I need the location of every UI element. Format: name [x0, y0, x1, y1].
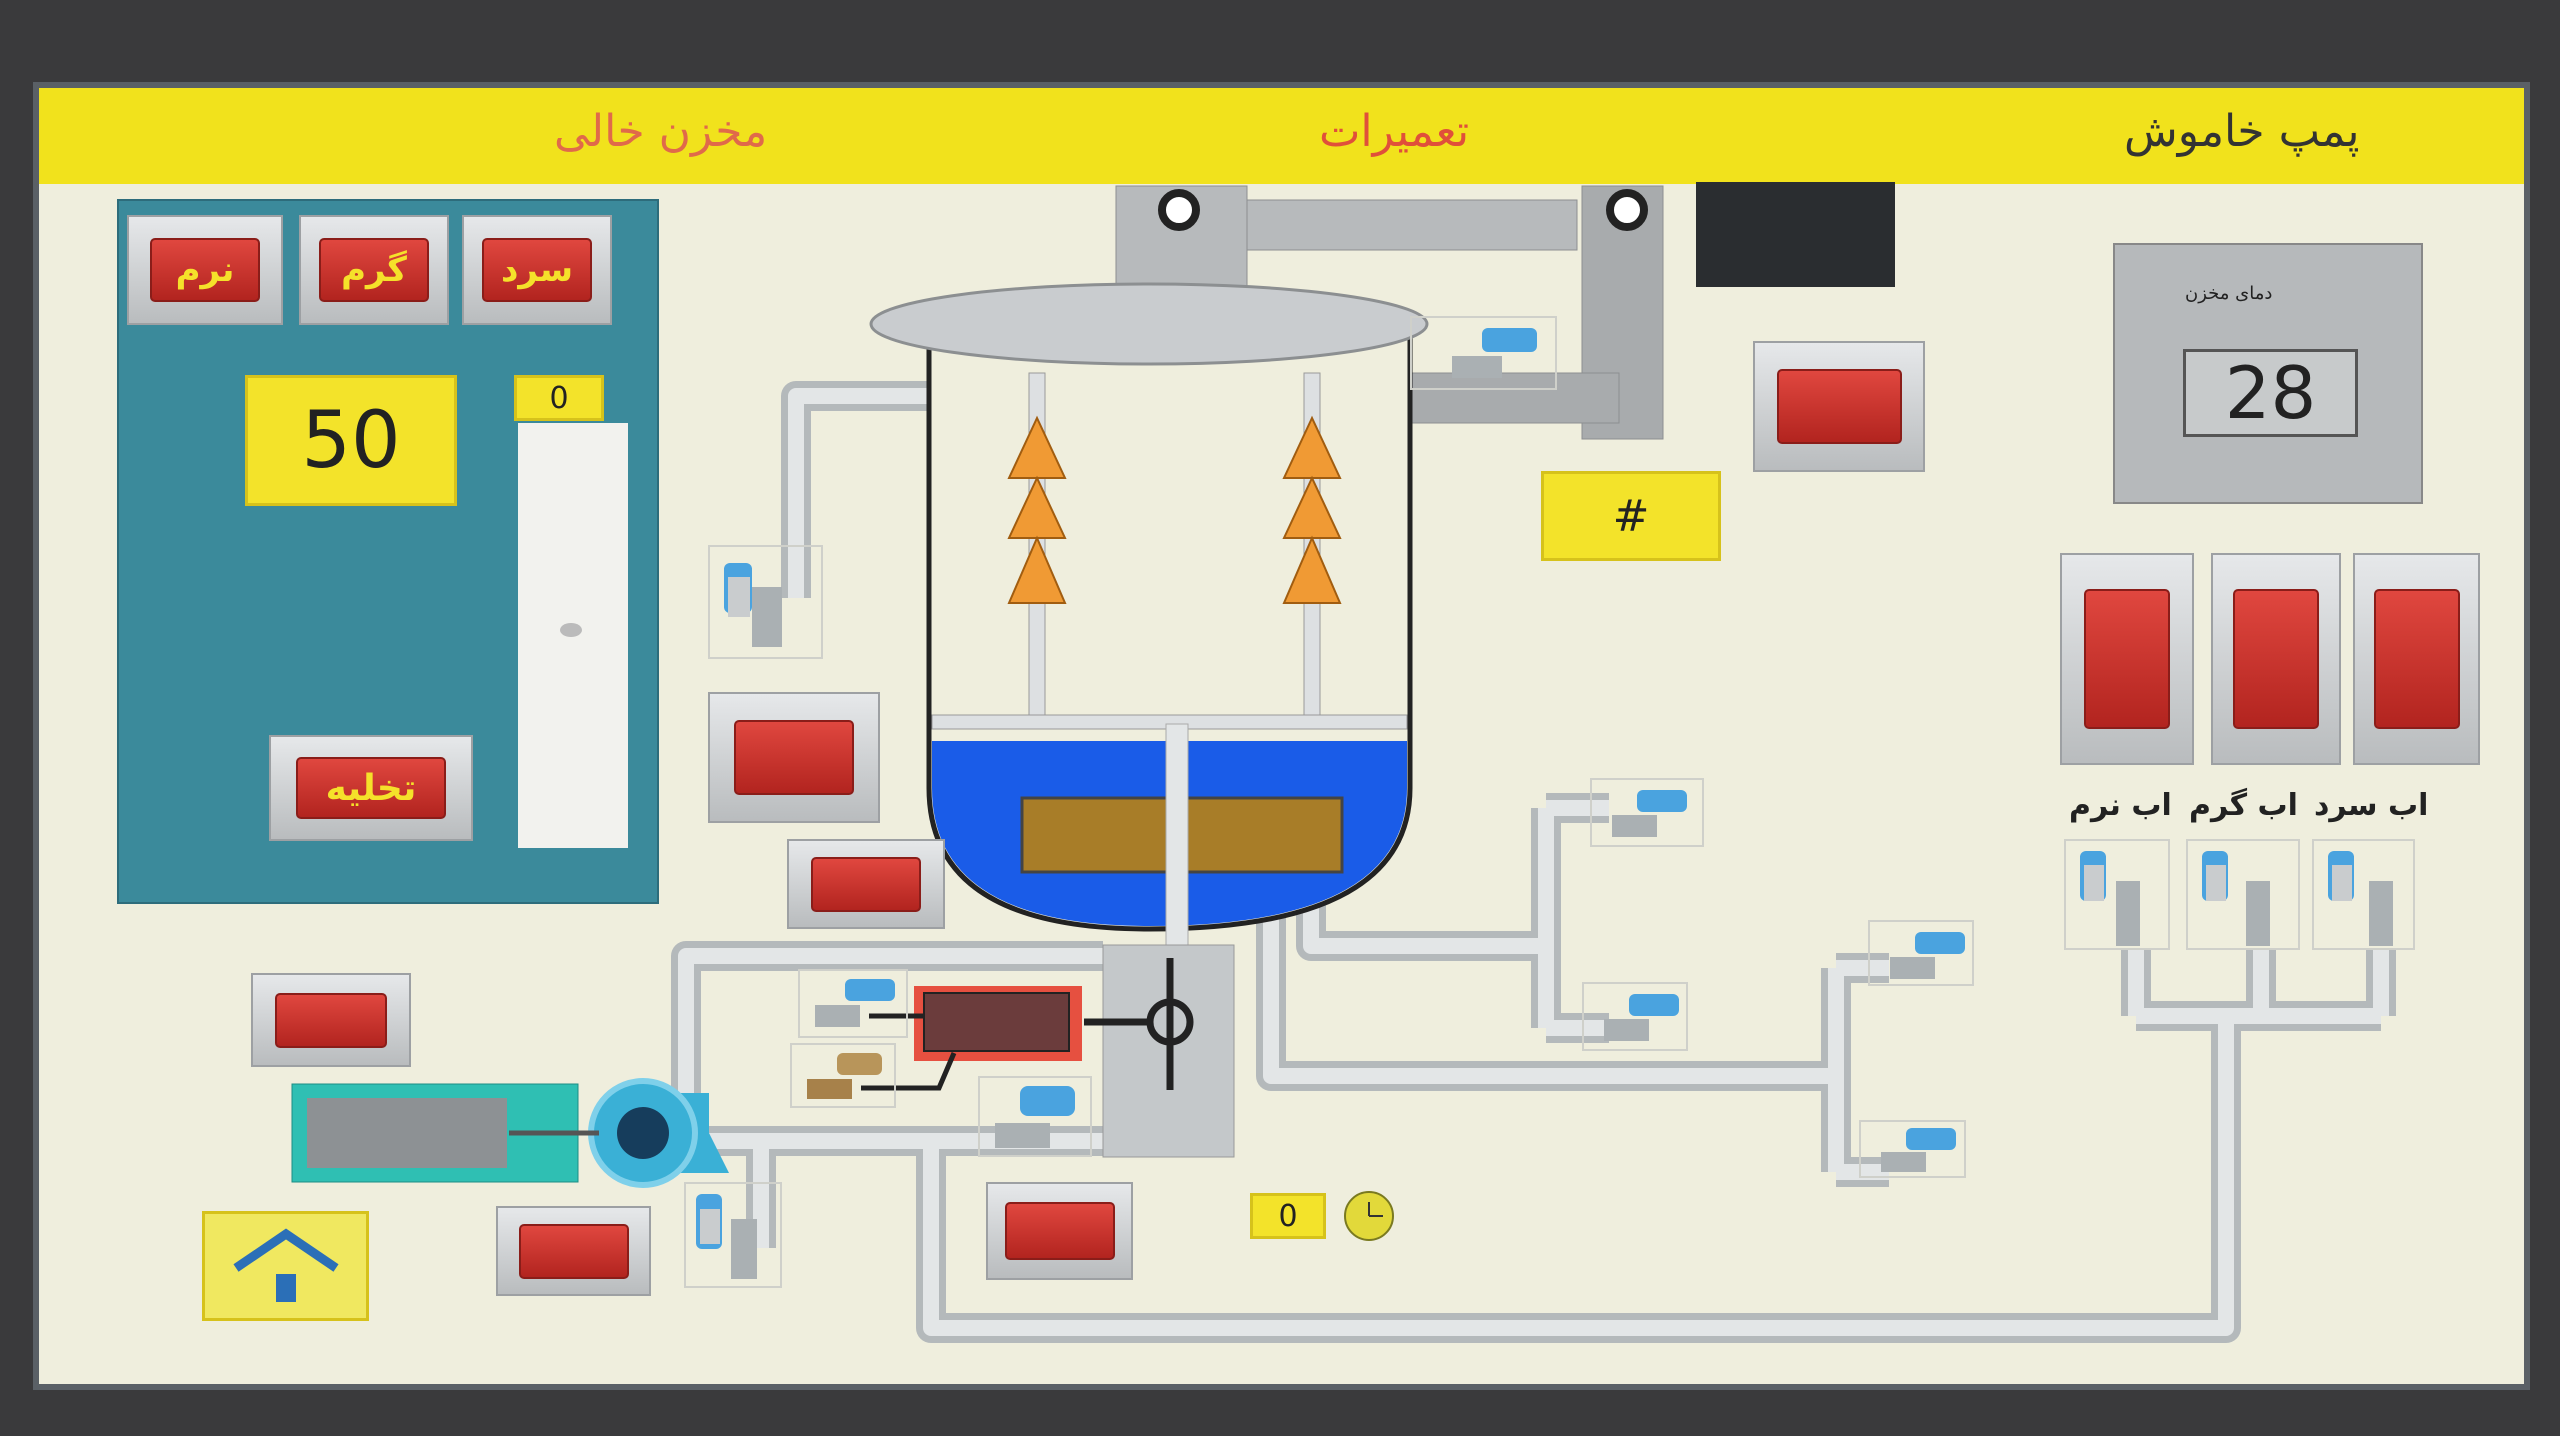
drain-button[interactable]: تخلیه	[296, 757, 446, 819]
cold-water-button[interactable]: سرد	[482, 238, 592, 302]
hot-water-button[interactable]: گرم	[319, 238, 429, 302]
pulley-icon	[1606, 189, 1648, 231]
tank-temperature-panel: دمای مخزن 28	[2113, 243, 2423, 504]
pulley-icon	[1158, 189, 1200, 231]
heater-button[interactable]	[811, 856, 921, 912]
agitator-button-frame	[1753, 341, 1925, 472]
valve-icon[interactable]	[798, 969, 908, 1038]
switch-frame	[2211, 553, 2341, 765]
agitator-blades	[1007, 415, 1342, 604]
timer-value: 0	[1250, 1193, 1326, 1239]
hot-water-label: اب گرم	[2189, 788, 2298, 823]
inlet-valve-button[interactable]	[734, 720, 854, 795]
drive-block	[1696, 182, 1895, 287]
clock-icon[interactable]	[1339, 1188, 1399, 1250]
valve-button-frame	[708, 692, 880, 823]
soft-water-label: اب نرم	[2069, 788, 2172, 823]
valve-button-frame	[251, 973, 411, 1067]
tank-status-text: مخزن خالی	[554, 106, 768, 157]
soft-water-valve-icon[interactable]	[2064, 839, 2170, 950]
valve-button-frame	[787, 839, 945, 929]
home-button[interactable]	[202, 1211, 369, 1321]
valve-icon[interactable]	[684, 1182, 782, 1288]
soft-water-button-frame: نرم	[127, 215, 283, 325]
valve-button-frame	[986, 1182, 1133, 1280]
tank-lid	[869, 282, 1429, 366]
cold-water-switch[interactable]	[2373, 589, 2460, 729]
cold-water-button-frame: سرد	[462, 215, 612, 325]
hmi-screen: مخزن خالی تعمیرات پمپ خاموش	[33, 82, 2530, 1390]
hot-water-button-frame: گرم	[299, 215, 449, 325]
tank-temperature-label: دمای مخزن	[2185, 283, 2273, 304]
valve-icon[interactable]	[978, 1076, 1092, 1157]
mode-panel: نرم گرم سرد 50 0 تخلیه	[117, 199, 659, 904]
setpoint-input[interactable]: 50	[245, 375, 457, 506]
cold-water-valve-icon[interactable]	[2312, 839, 2415, 950]
slider-thumb[interactable]	[560, 623, 582, 637]
outlet-valve-button[interactable]	[1004, 1202, 1115, 1260]
hot-water-switch[interactable]	[2233, 589, 2319, 729]
pump-status-text: پمپ خاموش	[2124, 106, 2360, 157]
soft-water-switch[interactable]	[2084, 589, 2170, 729]
hash-display: #	[1541, 471, 1721, 561]
home-icon	[232, 1228, 339, 1302]
cold-water-label: اب سرد	[2314, 788, 2429, 823]
soft-water-button[interactable]: نرم	[150, 238, 260, 302]
valve-icon[interactable]	[1582, 982, 1688, 1051]
agitator-button[interactable]	[1776, 369, 1902, 444]
heat-exchanger	[923, 992, 1070, 1052]
level-value: 0	[514, 375, 604, 421]
switch-frame	[2060, 553, 2194, 765]
hot-water-valve-icon[interactable]	[2186, 839, 2300, 950]
brass-valve-icon[interactable]	[790, 1043, 896, 1108]
process-diagram	[291, 182, 2396, 1343]
pump-button[interactable]	[275, 992, 387, 1048]
switch-frame	[2353, 553, 2480, 765]
valve-icon[interactable]	[708, 545, 823, 659]
status-header: مخزن خالی تعمیرات پمپ خاموش	[39, 88, 2524, 184]
drain-button-frame: تخلیه	[269, 735, 473, 841]
level-slider[interactable]	[518, 423, 628, 848]
maintenance-link[interactable]: تعمیرات	[1319, 106, 1470, 157]
valve-button-frame	[496, 1206, 651, 1296]
valve-icon[interactable]	[1859, 1120, 1966, 1178]
pump-icon	[588, 1078, 729, 1188]
valve-icon[interactable]	[1868, 920, 1974, 986]
tank-temperature-value: 28	[2183, 349, 2358, 437]
valve-icon[interactable]	[1410, 316, 1557, 390]
drain-valve-button[interactable]	[518, 1223, 629, 1279]
valve-icon[interactable]	[1590, 778, 1704, 847]
